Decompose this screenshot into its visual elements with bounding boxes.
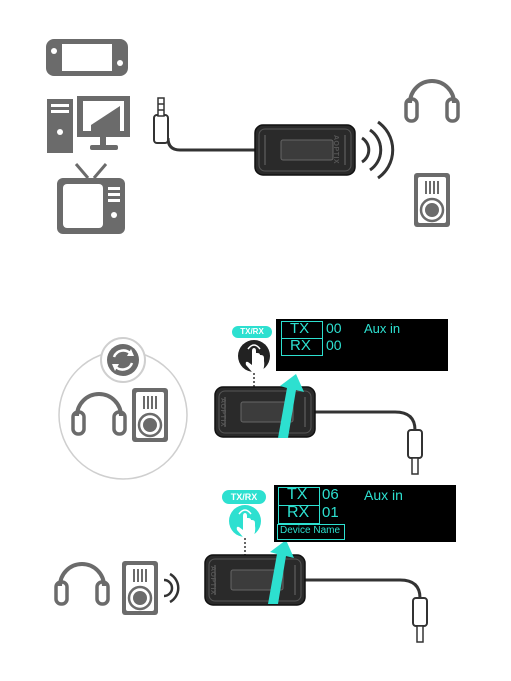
tx-rx-label-1: TX/RX — [232, 326, 272, 338]
rx-label: RX — [290, 337, 311, 354]
aux-cable-mid — [315, 412, 415, 460]
brand-label-bottom: AOPTIX — [209, 566, 216, 595]
rx-value-2: 01 — [322, 504, 339, 521]
aux-cable-bottom — [305, 580, 420, 625]
tx-rx-label-2: TX/RX — [222, 490, 266, 504]
tx-value: 00 — [326, 320, 342, 336]
game-console-icon — [46, 39, 128, 76]
transmitter-device-top — [255, 125, 355, 175]
pairing-headphones-icon — [73, 394, 125, 434]
headphones-icon — [406, 81, 458, 121]
speaker-icon — [414, 173, 450, 227]
transmitter-device-mid — [215, 387, 315, 437]
tx-label: TX — [290, 320, 309, 337]
desktop-computer-icon — [47, 96, 130, 153]
pairing-speaker-icon — [132, 388, 168, 442]
device-name-label: Device Name — [280, 525, 340, 536]
rx-label-2: RX — [287, 504, 309, 522]
tx-value-2: 06 — [322, 486, 339, 503]
tv-icon — [57, 164, 125, 234]
aux-in-label-2: Aux in — [364, 487, 403, 503]
wireless-waves-icon — [362, 122, 393, 178]
bottom-waves-icon — [164, 574, 178, 602]
bottom-headphones-icon — [56, 564, 108, 604]
tx-label-2: TX — [287, 486, 307, 504]
aux-plug-top — [154, 98, 260, 150]
rx-value: 00 — [326, 337, 342, 353]
bottom-speaker-icon — [122, 561, 158, 615]
aux-in-label: Aux in — [364, 321, 400, 336]
brand-label-mid: AOPTIX — [219, 398, 226, 427]
brand-label-top: AOPTIX — [332, 135, 339, 164]
transmitter-device-bottom — [205, 555, 305, 605]
